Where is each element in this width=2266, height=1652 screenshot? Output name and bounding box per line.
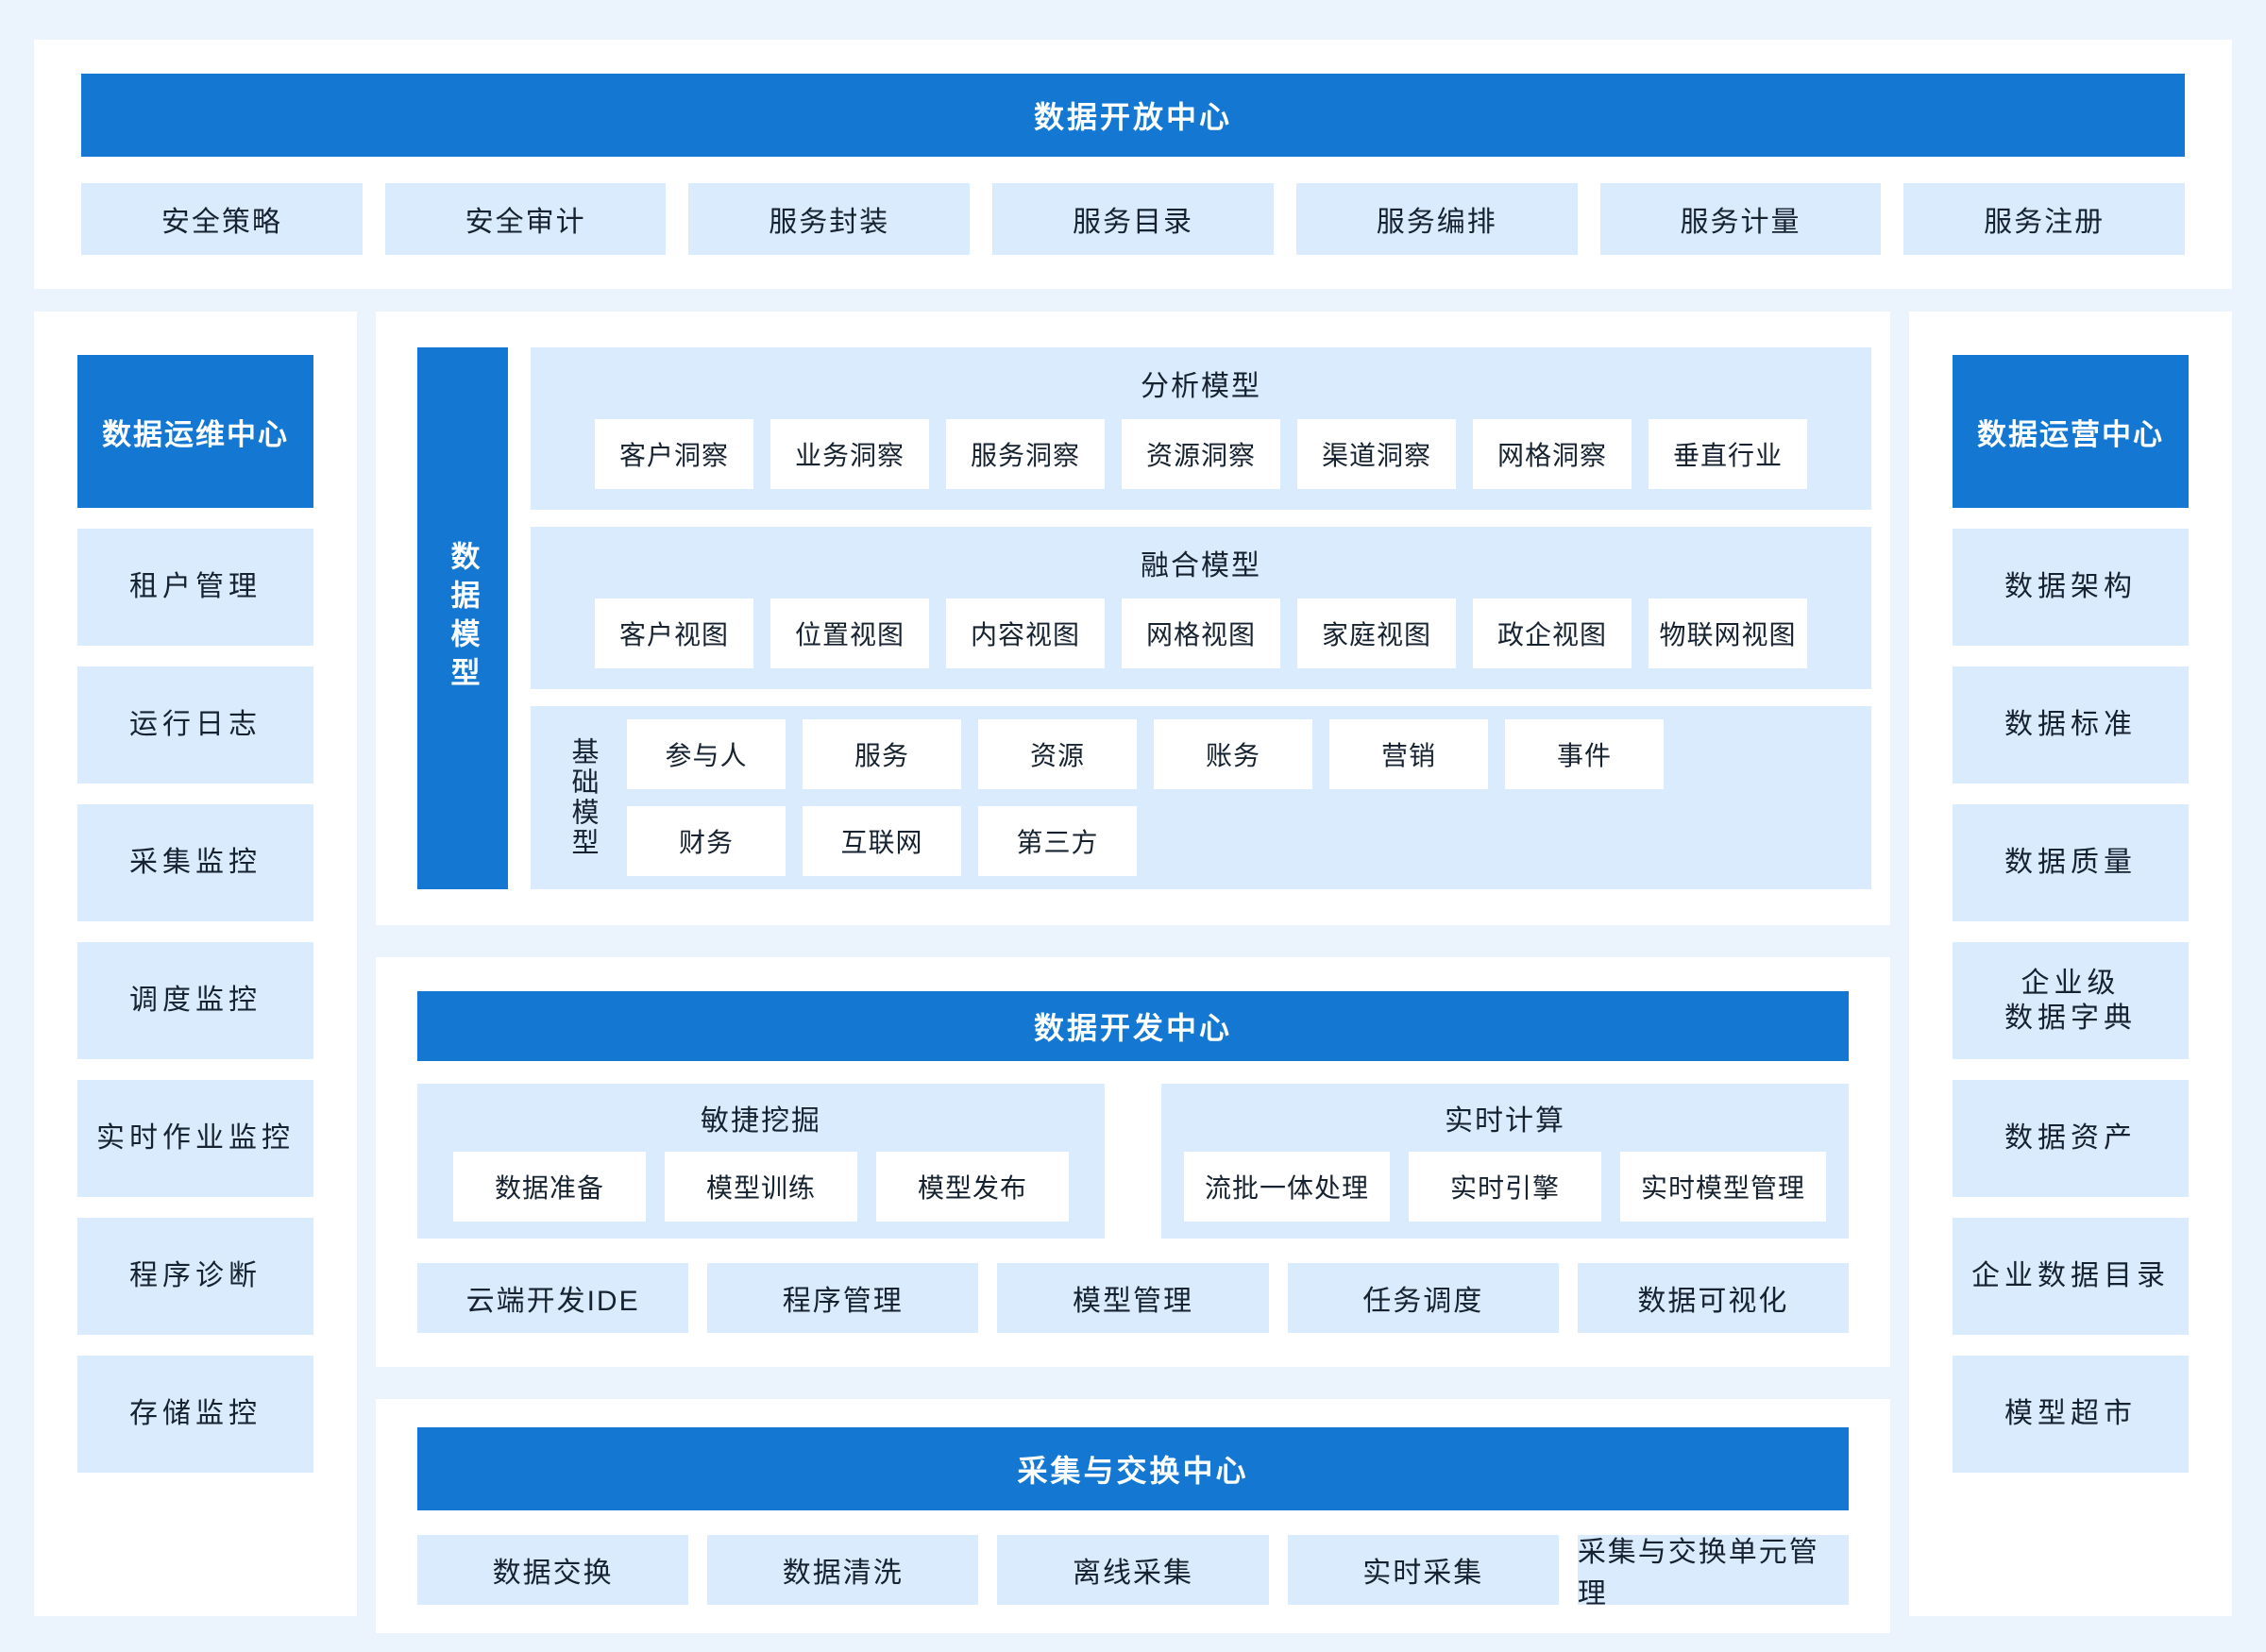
agile-mining-row: 数据准备 模型训练 模型发布 (453, 1152, 1069, 1222)
base-item-event[interactable]: 事件 (1505, 719, 1664, 789)
open-center-card: 数据开放中心 安全策略 安全审计 服务封装 服务目录 服务编排 服务计量 服务注… (34, 40, 2232, 289)
open-center-item-security-audit[interactable]: 安全审计 (384, 183, 667, 255)
analysis-item-service-insight[interactable]: 服务洞察 (946, 419, 1105, 489)
open-center-item-service-registry[interactable]: 服务注册 (1903, 183, 2186, 255)
fusion-item-gov-enterprise-view[interactable]: 政企视图 (1473, 598, 1632, 668)
open-center-header: 数据开放中心 (81, 74, 2185, 157)
base-item-marketing[interactable]: 营销 (1329, 719, 1488, 789)
fusion-model-row: 客户视图 位置视图 内容视图 网格视图 家庭视图 政企视图 物联网视图 (595, 598, 1807, 668)
base-model-grid: 参与人 服务 资源 账务 营销 事件 财务 互联网 第三方 (627, 719, 1664, 876)
analysis-model-row: 客户洞察 业务洞察 服务洞察 资源洞察 渠道洞察 网格洞察 垂直行业 (595, 419, 1807, 489)
base-item-internet[interactable]: 互联网 (803, 806, 961, 876)
fusion-item-content-view[interactable]: 内容视图 (946, 598, 1105, 668)
ops-center-item-collect-monitor[interactable]: 采集监控 (77, 804, 313, 921)
analysis-item-grid-insight[interactable]: 网格洞察 (1473, 419, 1632, 489)
analysis-item-channel-insight[interactable]: 渠道洞察 (1297, 419, 1456, 489)
ops-center-item-program-diagnosis[interactable]: 程序诊断 (77, 1218, 313, 1335)
ops-center-panel: 数据运维中心 租户管理 运行日志 采集监控 调度监控 实时作业监控 程序诊断 存… (34, 312, 357, 1616)
ops-center-item-tenant-mgmt[interactable]: 租户管理 (77, 529, 313, 646)
realtime-computing-title: 实时计算 (1445, 1105, 1565, 1137)
collect-item-data-cleansing[interactable]: 数据清洗 (707, 1535, 979, 1605)
fusion-item-location-view[interactable]: 位置视图 (770, 598, 929, 668)
base-item-resource[interactable]: 资源 (978, 719, 1137, 789)
collect-center-header: 采集与交换中心 (417, 1427, 1849, 1510)
open-center-item-service-metering[interactable]: 服务计量 (1599, 183, 1882, 255)
realtime-computing-panel: 实时计算 流批一体处理 实时引擎 实时模型管理 (1161, 1084, 1849, 1239)
collect-item-unit-mgmt[interactable]: 采集与交换单元管理 (1577, 1535, 1850, 1610)
realtime-item-realtime-model-mgmt[interactable]: 实时模型管理 (1620, 1152, 1827, 1222)
operation-center-item-data-standards[interactable]: 数据标准 (1953, 666, 2189, 784)
dev-tool-data-visualization[interactable]: 数据可视化 (1577, 1263, 1850, 1333)
dev-center-header: 数据开发中心 (417, 991, 1849, 1061)
dev-tool-cloud-ide[interactable]: 云端开发IDE (417, 1263, 689, 1333)
open-center-item-service-catalog[interactable]: 服务目录 (992, 183, 1274, 255)
base-model-panel: 基础模型 参与人 服务 资源 账务 营销 事件 财务 互联网 第三方 (531, 706, 1871, 889)
middle-column: 数据模型 分析模型 客户洞察 业务洞察 服务洞察 资源洞察 渠道洞察 网格洞察 … (376, 312, 1890, 1633)
fusion-item-customer-view[interactable]: 客户视图 (595, 598, 753, 668)
base-model-vertical-label: 基础模型 (567, 737, 598, 858)
analysis-model-panel: 分析模型 客户洞察 业务洞察 服务洞察 资源洞察 渠道洞察 网格洞察 垂直行业 (531, 347, 1871, 510)
base-item-billing[interactable]: 账务 (1154, 719, 1312, 789)
data-model-vertical-label: 数据模型 (417, 347, 508, 889)
data-model-card: 数据模型 分析模型 客户洞察 业务洞察 服务洞察 资源洞察 渠道洞察 网格洞察 … (376, 312, 1890, 925)
analysis-item-resource-insight[interactable]: 资源洞察 (1122, 419, 1280, 489)
ops-center-item-realtime-job-monitor[interactable]: 实时作业监控 (77, 1080, 313, 1197)
fusion-item-iot-view[interactable]: 物联网视图 (1649, 598, 1807, 668)
collect-item-offline-collection[interactable]: 离线采集 (997, 1535, 1269, 1605)
agile-mining-panel: 敏捷挖掘 数据准备 模型训练 模型发布 (417, 1084, 1105, 1239)
operation-center-header: 数据运营中心 (1953, 355, 2189, 508)
dev-center-card: 数据开发中心 敏捷挖掘 数据准备 模型训练 模型发布 实时计算 流批一体处 (376, 957, 1890, 1367)
realtime-item-realtime-engine[interactable]: 实时引擎 (1409, 1152, 1601, 1222)
fusion-item-grid-view[interactable]: 网格视图 (1122, 598, 1280, 668)
open-center-row: 安全策略 安全审计 服务封装 服务目录 服务编排 服务计量 服务注册 (81, 183, 2186, 255)
dev-tool-task-scheduling[interactable]: 任务调度 (1287, 1263, 1559, 1333)
main-area: 数据运维中心 租户管理 运行日志 采集监控 调度监控 实时作业监控 程序诊断 存… (34, 312, 2232, 1633)
operation-center-item-enterprise-data-dictionary[interactable]: 企业级 数据字典 (1953, 942, 2189, 1059)
analysis-item-vertical-industry[interactable]: 垂直行业 (1649, 419, 1807, 489)
ops-center-header: 数据运维中心 (77, 355, 313, 508)
operation-center-item-data-quality[interactable]: 数据质量 (1953, 804, 2189, 921)
analysis-model-title: 分析模型 (1141, 371, 1261, 402)
open-center-item-service-orchestration[interactable]: 服务编排 (1295, 183, 1578, 255)
analysis-item-business-insight[interactable]: 业务洞察 (770, 419, 929, 489)
fusion-model-title: 融合模型 (1141, 550, 1261, 582)
ops-center-item-run-logs[interactable]: 运行日志 (77, 666, 313, 784)
dev-center-groups: 敏捷挖掘 数据准备 模型训练 模型发布 实时计算 流批一体处理 实时引擎 实时模… (417, 1084, 1849, 1239)
ops-center-item-storage-monitor[interactable]: 存储监控 (77, 1356, 313, 1473)
fusion-model-panel: 融合模型 客户视图 位置视图 内容视图 网格视图 家庭视图 政企视图 物联网视图 (531, 527, 1871, 689)
analysis-item-customer-insight[interactable]: 客户洞察 (595, 419, 753, 489)
base-item-finance[interactable]: 财务 (627, 806, 786, 876)
dev-center-tools-row: 云端开发IDE 程序管理 模型管理 任务调度 数据可视化 (417, 1263, 1850, 1333)
agile-item-model-publish[interactable]: 模型发布 (876, 1152, 1069, 1222)
ops-center-item-schedule-monitor[interactable]: 调度监控 (77, 942, 313, 1059)
collect-center-card: 采集与交换中心 数据交换 数据清洗 离线采集 实时采集 采集与交换单元管理 (376, 1399, 1890, 1633)
operation-center-item-enterprise-data-catalog[interactable]: 企业数据目录 (1953, 1218, 2189, 1335)
agile-item-model-training[interactable]: 模型训练 (665, 1152, 857, 1222)
agile-item-data-prep[interactable]: 数据准备 (453, 1152, 646, 1222)
realtime-item-stream-batch-processing[interactable]: 流批一体处理 (1183, 1152, 1390, 1222)
agile-mining-title: 敏捷挖掘 (701, 1105, 821, 1137)
base-item-participant[interactable]: 参与人 (627, 719, 786, 789)
collect-item-data-exchange[interactable]: 数据交换 (417, 1535, 689, 1605)
dev-tool-model-mgmt[interactable]: 模型管理 (997, 1263, 1269, 1333)
open-center-item-service-wrapping[interactable]: 服务封装 (688, 183, 971, 255)
operation-center-item-data-architecture[interactable]: 数据架构 (1953, 529, 2189, 646)
realtime-computing-row: 流批一体处理 实时引擎 实时模型管理 (1183, 1152, 1827, 1222)
operation-center-panel: 数据运营中心 数据架构 数据标准 数据质量 企业级 数据字典 数据资产 企业数据… (1909, 312, 2232, 1616)
operation-center-item-data-assets[interactable]: 数据资产 (1953, 1080, 2189, 1197)
fusion-item-family-view[interactable]: 家庭视图 (1297, 598, 1456, 668)
base-item-third-party[interactable]: 第三方 (978, 806, 1137, 876)
base-item-service[interactable]: 服务 (803, 719, 961, 789)
operation-center-item-model-market[interactable]: 模型超市 (1953, 1356, 2189, 1473)
open-center-item-security-policy[interactable]: 安全策略 (81, 183, 363, 255)
data-model-panels: 分析模型 客户洞察 业务洞察 服务洞察 资源洞察 渠道洞察 网格洞察 垂直行业 … (531, 347, 1871, 889)
dev-tool-program-mgmt[interactable]: 程序管理 (707, 1263, 979, 1333)
collect-center-row: 数据交换 数据清洗 离线采集 实时采集 采集与交换单元管理 (417, 1535, 1850, 1610)
collect-item-realtime-collection[interactable]: 实时采集 (1287, 1535, 1559, 1605)
